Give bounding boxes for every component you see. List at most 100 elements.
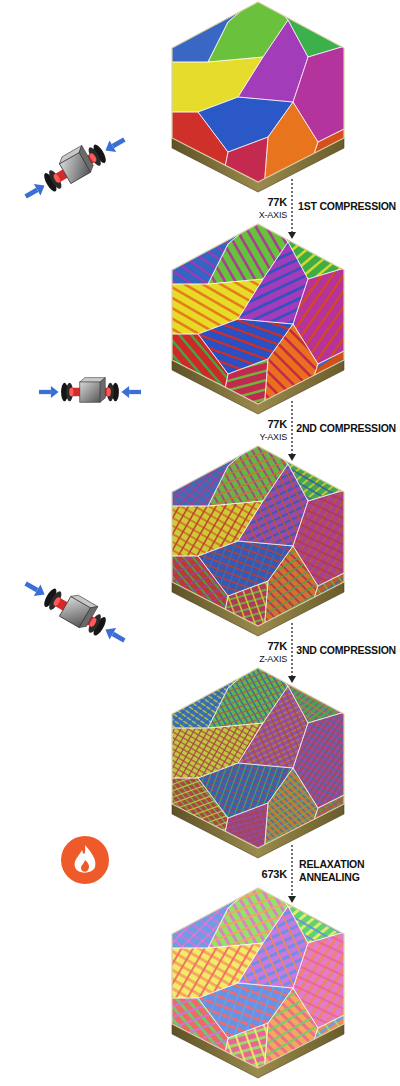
twin-band [344, 482, 400, 744]
twin-band [220, 146, 400, 391]
twin-band [93, 244, 338, 450]
twin-band [45, 270, 346, 379]
twin-band [296, 145, 400, 371]
twin-band [235, 184, 400, 446]
twin-band [120, 276, 365, 482]
grain [158, 112, 228, 202]
twin-band [85, 336, 394, 419]
twin-band [385, 379, 400, 641]
twin-band [55, 518, 356, 627]
twin-band [69, 511, 178, 812]
twin-band [57, 523, 358, 632]
twin-band [145, 216, 400, 400]
twin-band [0, 360, 171, 605]
grain-boundary [293, 264, 358, 364]
twin-band [0, 255, 214, 481]
grain-boundary [158, 0, 263, 62]
twin-band [59, 241, 368, 324]
twin-band [80, 107, 370, 242]
twin-band [54, 516, 163, 817]
twin-band [50, 206, 359, 289]
twin-band [1, 490, 227, 716]
polycrystal-sample [158, 0, 358, 202]
twin-band [87, 565, 377, 700]
twin-band [124, 124, 400, 284]
twin-band [0, 576, 177, 821]
twin-band [155, 38, 400, 222]
twin-band [148, 269, 400, 453]
twin-band [91, 131, 381, 266]
twin-band [70, 370, 179, 671]
twin-band [122, 197, 400, 332]
twin-band [144, 209, 350, 454]
twin-band [111, 265, 356, 471]
twin-band [92, 363, 400, 446]
twin-band [233, 508, 400, 668]
twin-band [150, 135, 400, 244]
twin-band [170, 410, 376, 655]
twin-band [0, 244, 203, 470]
polycrystal-sample [0, 0, 400, 643]
grain-boundary [218, 581, 268, 646]
twin-band [165, 24, 400, 208]
twin-band [161, 238, 400, 422]
twin-band [117, 232, 323, 477]
twin-band [130, 194, 392, 378]
twin-band [0, 383, 143, 628]
twin-band [20, 329, 180, 606]
twin-band [25, 554, 185, 831]
twin-band [116, 271, 361, 477]
twin-band [47, 362, 156, 663]
twin-band [118, 188, 400, 323]
twin-band [88, 81, 272, 343]
grain-boundary [218, 137, 268, 202]
twin-band [375, 282, 400, 544]
twin-band [180, 1, 400, 185]
twin-band [302, 139, 400, 365]
twin-band [334, 20, 400, 297]
twin-band [350, 486, 400, 748]
twin-band [0, 261, 220, 487]
twin-band [82, 321, 383, 430]
twin-band [99, 150, 361, 334]
twin-band [227, 518, 400, 678]
twin-band [76, 99, 366, 234]
twin-band [338, 478, 400, 740]
twin-band [397, 298, 400, 560]
twin-band [240, 274, 400, 434]
twin-band [175, 9, 400, 193]
twin-band [310, 33, 400, 310]
twin-band [32, 356, 141, 657]
twin-band [137, 626, 363, 852]
twin-band [6, 209, 166, 486]
twin-band [348, 471, 400, 772]
twin-band [370, 291, 400, 581]
twin-band [125, 187, 387, 371]
twin-band [316, 241, 400, 503]
twin-band [215, 539, 400, 699]
twin-band [109, 165, 371, 349]
twin-band [5, 494, 231, 720]
twin-band [84, 115, 374, 250]
twin-band [230, 513, 400, 673]
grain-boundary [158, 334, 228, 424]
twin-band [29, 288, 306, 448]
twin-band [153, 127, 400, 236]
twin-band [147, 144, 400, 253]
twin-band [341, 305, 400, 595]
twin-band [0, 317, 159, 594]
twin-band [368, 277, 400, 539]
twin-band [213, 228, 400, 454]
twin-band [135, 177, 400, 286]
twin-band [75, 574, 376, 683]
twin-band [146, 413, 372, 639]
grain-boundary [198, 541, 293, 596]
twin-band [164, 54, 400, 214]
twin-band [160, 252, 400, 436]
twin-band [65, 74, 355, 209]
twin-band [128, 117, 400, 277]
twin-band [11, 278, 237, 504]
grain [263, 102, 318, 202]
twin-band [68, 82, 358, 217]
twin-band [361, 272, 400, 534]
